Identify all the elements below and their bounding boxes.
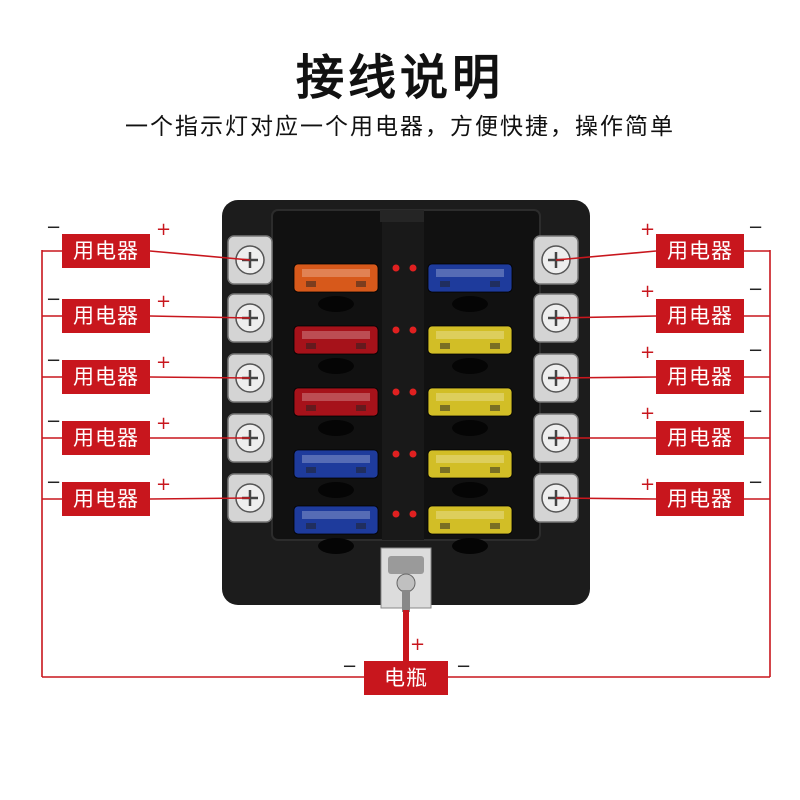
appliance-label-left-4: 用电器 xyxy=(62,421,150,455)
connector-line xyxy=(555,315,657,319)
screw-terminal xyxy=(533,293,579,343)
connector-line xyxy=(149,376,251,379)
fuse-socket xyxy=(318,296,354,312)
blade-fuse xyxy=(427,505,513,535)
minus-sign: − xyxy=(748,340,764,361)
minus-sign: − xyxy=(46,217,62,238)
minus-sign: − xyxy=(46,350,62,371)
plus-sign: + xyxy=(156,219,172,240)
connector-line xyxy=(555,250,657,261)
plus-sign: + xyxy=(640,281,656,302)
plus-sign: + xyxy=(640,219,656,240)
blade-fuse xyxy=(293,263,379,293)
indicator-led xyxy=(392,510,400,518)
appliance-label-left-1: 用电器 xyxy=(62,234,150,268)
connector-line xyxy=(555,376,657,379)
blade-fuse xyxy=(427,325,513,355)
page-subtitle: 一个指示灯对应一个用电器，方便快捷，操作简单 xyxy=(125,114,675,140)
plus-sign: + xyxy=(156,474,172,495)
indicator-led xyxy=(409,264,417,272)
appliance-label-left-2: 用电器 xyxy=(62,299,150,333)
indicator-led xyxy=(392,264,400,272)
fuse-socket xyxy=(318,358,354,374)
connector-lines xyxy=(42,250,770,500)
fuse-socket xyxy=(452,482,488,498)
minus-sign: − xyxy=(456,656,472,677)
indicator-led xyxy=(409,510,417,518)
connector-line xyxy=(149,497,251,500)
minus-sign: − xyxy=(342,656,358,677)
fuse-socket xyxy=(318,420,354,436)
minus-sign: − xyxy=(46,289,62,310)
wiring-lines xyxy=(41,250,771,678)
indicator-led xyxy=(409,450,417,458)
blade-fuse xyxy=(427,263,513,293)
indicator-led xyxy=(392,326,400,334)
fuse-socket xyxy=(452,420,488,436)
fuse-socket xyxy=(452,296,488,312)
minus-sign: − xyxy=(46,472,62,493)
fuse-socket xyxy=(452,358,488,374)
connector-line xyxy=(149,315,251,319)
indicator-led xyxy=(409,388,417,396)
plus-sign: + xyxy=(640,474,656,495)
appliance-label-right-4: 用电器 xyxy=(656,421,744,455)
plus-sign: + xyxy=(410,634,426,655)
fuse-socket xyxy=(318,482,354,498)
minus-sign: − xyxy=(748,217,764,238)
minus-sign: − xyxy=(46,411,62,432)
plus-sign: + xyxy=(156,352,172,373)
connector-line xyxy=(149,250,251,261)
blade-fuse xyxy=(293,325,379,355)
main-terminal xyxy=(380,547,432,662)
plus-sign: + xyxy=(156,291,172,312)
appliance-label-left-3: 用电器 xyxy=(62,360,150,394)
page-title: 接线说明 xyxy=(295,50,504,106)
appliance-label-right-2: 用电器 xyxy=(656,299,744,333)
minus-sign: − xyxy=(748,401,764,422)
blade-fuse xyxy=(293,449,379,479)
connector-line xyxy=(555,497,657,500)
fuse-slots xyxy=(293,263,513,554)
fuse-socket xyxy=(318,538,354,554)
indicator-led xyxy=(392,388,400,396)
blade-fuse xyxy=(293,387,379,417)
plus-sign: + xyxy=(640,342,656,363)
indicator-leds xyxy=(392,264,417,518)
appliance-label-right-1: 用电器 xyxy=(656,234,744,268)
battery-label: 电瓶 xyxy=(364,661,448,695)
appliance-label-right-3: 用电器 xyxy=(656,360,744,394)
indicator-led xyxy=(392,450,400,458)
blade-fuse xyxy=(427,449,513,479)
blade-fuse xyxy=(293,505,379,535)
minus-sign: − xyxy=(748,472,764,493)
appliance-label-right-5: 用电器 xyxy=(656,482,744,516)
plus-sign: + xyxy=(640,403,656,424)
indicator-led xyxy=(409,326,417,334)
appliance-label-left-5: 用电器 xyxy=(62,482,150,516)
minus-sign: − xyxy=(748,279,764,300)
fuse-socket xyxy=(452,538,488,554)
plus-sign: + xyxy=(156,413,172,434)
blade-fuse xyxy=(427,387,513,417)
